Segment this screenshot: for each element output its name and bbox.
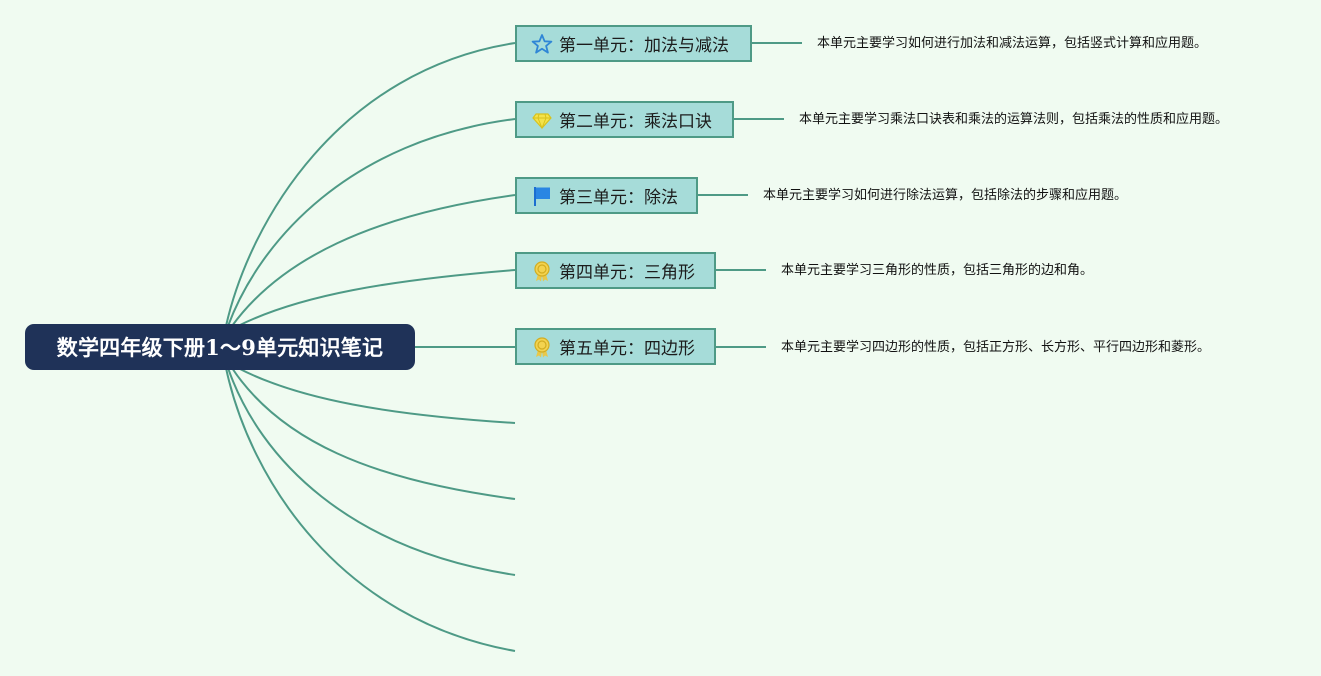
root-connector <box>231 367 516 500</box>
branch-label: 第五单元：四边形 <box>559 339 695 359</box>
note-unit-5: 本单元主要学习四边形的性质，包括正方形、长方形、平行四边形和菱形。 <box>781 340 1211 355</box>
note-unit-2: 本单元主要学习乘法口诀表和乘法的运算法则，包括乘法的性质和应用题。 <box>799 112 1229 127</box>
root-topic-title: 数学四年级下册1～9单元知识笔记 <box>56 335 384 360</box>
star-icon <box>531 33 553 55</box>
branch-label: 第四单元：三角形 <box>559 263 695 283</box>
medal-icon <box>531 260 553 282</box>
root-connector <box>227 118 516 327</box>
root-connector <box>237 367 516 424</box>
gem-icon <box>531 109 553 131</box>
branch-unit-2[interactable]: 第二单元：乘法口诀 <box>515 101 734 138</box>
branch-label: 第三单元：除法 <box>559 188 678 208</box>
flag-icon <box>531 185 553 207</box>
branch-unit-3[interactable]: 第三单元：除法 <box>515 177 698 214</box>
root-connector <box>231 194 516 327</box>
branch-label: 第二单元：乘法口诀 <box>559 112 712 132</box>
note-unit-4: 本单元主要学习三角形的性质，包括三角形的边和角。 <box>781 263 1094 278</box>
root-connector <box>225 42 516 327</box>
root-topic[interactable]: 数学四年级下册1～9单元知识笔记 <box>25 324 415 370</box>
root-connector <box>227 367 516 576</box>
medal-icon <box>531 336 553 358</box>
note-unit-3: 本单元主要学习如何进行除法运算，包括除法的步骤和应用题。 <box>763 188 1128 203</box>
branch-label: 第一单元：加法与减法 <box>559 36 729 56</box>
note-unit-1: 本单元主要学习如何进行加法和减法运算，包括竖式计算和应用题。 <box>817 36 1208 51</box>
branch-unit-4[interactable]: 第四单元：三角形 <box>515 252 716 289</box>
root-connector <box>237 269 516 327</box>
root-connector <box>225 367 516 652</box>
branch-unit-1[interactable]: 第一单元：加法与减法 <box>515 25 752 62</box>
branch-unit-5[interactable]: 第五单元：四边形 <box>515 328 716 365</box>
